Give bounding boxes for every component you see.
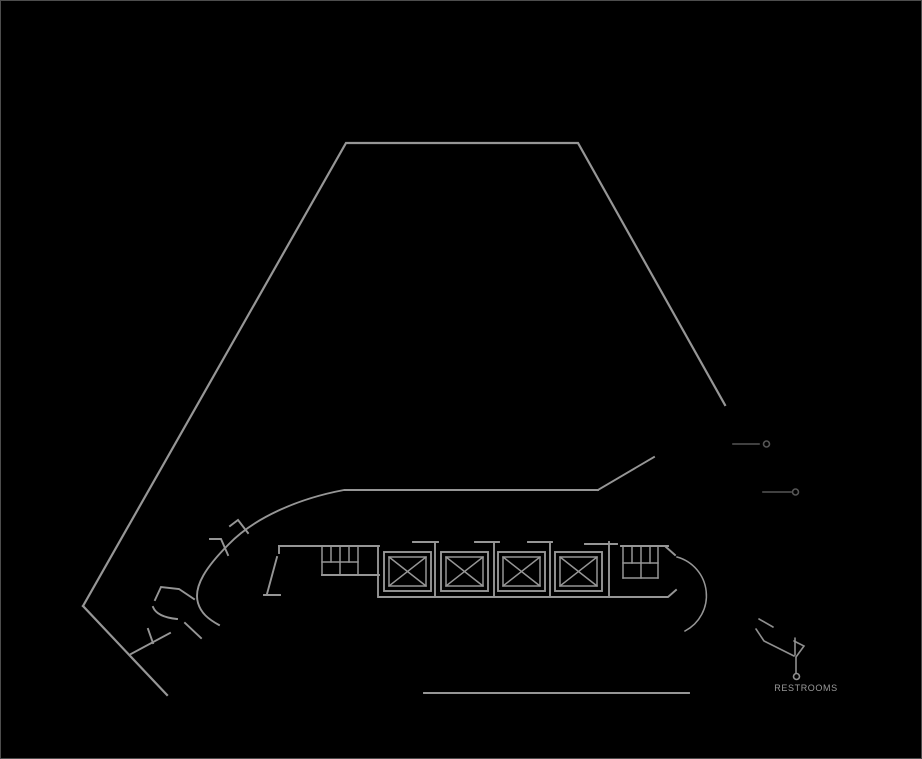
lobby-wall-diagonal xyxy=(596,455,656,492)
shaft-2-inner xyxy=(445,556,484,587)
shaft-3-outer xyxy=(497,551,546,592)
lobby-curve xyxy=(196,489,599,627)
core-south-wall xyxy=(378,588,678,598)
curve-wall-jamb-upper xyxy=(228,518,250,535)
core-west-diagonal-wall xyxy=(265,555,279,596)
elevator-shaft-2 xyxy=(440,551,489,592)
building-outline-lower-left xyxy=(81,604,169,697)
restrooms-wall-b xyxy=(755,628,795,657)
stair-west-treads xyxy=(321,545,359,576)
shaft-1-inner xyxy=(388,556,427,587)
entry-door-swing-arc xyxy=(151,605,179,621)
building-outline xyxy=(81,141,727,697)
edge-partition-wall xyxy=(129,631,172,656)
restrooms-entry-symbol: RESTROOMS xyxy=(755,618,837,693)
shaft-1-x-mark xyxy=(387,555,428,588)
shaft-4-inner xyxy=(559,556,598,587)
door-marker-upper-circle-icon xyxy=(762,440,771,448)
lobby-curved-wall xyxy=(196,455,656,627)
stair-east xyxy=(622,545,659,579)
restrooms-leader-circle-icon xyxy=(792,672,801,681)
shaft-3-x-mark xyxy=(501,555,542,588)
shaft-3-inner xyxy=(502,556,541,587)
shaft-4-outer xyxy=(554,551,603,592)
east-door-swing-arc xyxy=(676,556,708,633)
elevator-shaft-1 xyxy=(383,551,432,592)
restrooms-wall-a xyxy=(758,618,774,628)
door-marker-upper xyxy=(732,440,771,448)
shaft-2-x-mark xyxy=(444,555,485,588)
curve-wall-jamb-lower xyxy=(209,538,230,557)
restrooms-label: RESTROOMS xyxy=(774,683,837,693)
building-outline-upper xyxy=(81,141,727,608)
restrooms-door-leaf xyxy=(793,640,806,658)
stair-west xyxy=(321,545,380,576)
stair-east-treads xyxy=(622,545,659,579)
door-marker-lower-circle-icon xyxy=(791,488,800,496)
entry-jamb-polyline xyxy=(153,585,196,602)
core-east-door xyxy=(664,545,708,633)
shaft-1-outer xyxy=(383,551,432,592)
shaft-2-outer xyxy=(440,551,489,592)
door-marker-lower xyxy=(762,488,800,496)
east-door-leaf xyxy=(664,545,677,557)
shaft-4-x-mark xyxy=(558,555,599,588)
elevator-shaft-3 xyxy=(497,551,546,592)
entry-wall-diagonal xyxy=(183,621,203,640)
entry-vestibule-walls xyxy=(129,518,281,656)
elevator-core xyxy=(278,541,708,633)
elevator-shaft-4 xyxy=(554,551,603,592)
edge-partition-tick xyxy=(146,627,155,645)
